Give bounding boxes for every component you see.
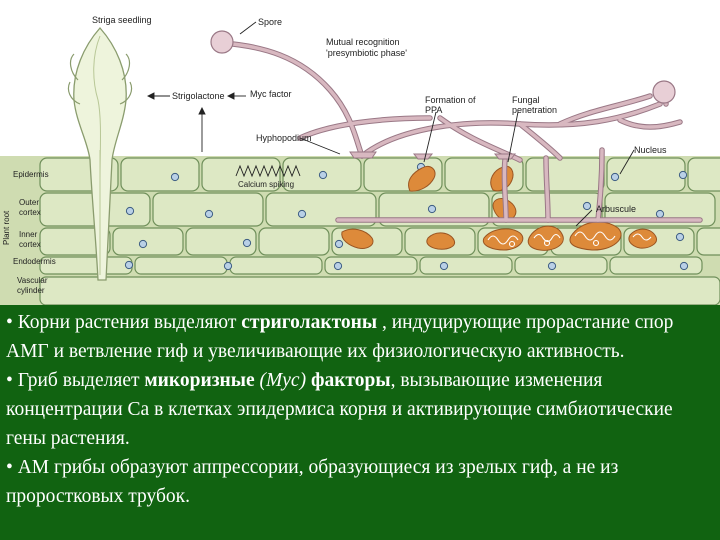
label-striga-seedling: Striga seedling (92, 15, 152, 25)
label-mutual-recognition: Mutual recognition (326, 37, 400, 47)
label-nucleus: Nucleus (634, 145, 667, 155)
label-strigolactone: Strigolactone (172, 91, 225, 101)
spore-circle-right (652, 80, 676, 104)
label-epidermis: Epidermis (13, 170, 49, 179)
label-arbuscule: Arbuscule (596, 204, 636, 214)
label-calcium-spiking: Calcium spiking (238, 180, 294, 189)
p2-term-myc: (Myc) (259, 370, 307, 391)
label-hyphopodium: Hyphopodium (256, 133, 312, 143)
p2-text-a: • Гриб выделяет (6, 370, 145, 391)
p2-term-factors: факторы (306, 370, 391, 391)
endodermis-cell-row (39, 256, 703, 275)
spore-circle (210, 30, 234, 54)
label-vascular: Vascular (17, 276, 48, 285)
paragraph-appressoria: • АМ грибы образуют аппрессории, образую… (6, 453, 710, 511)
arbuscule-branching (487, 231, 652, 248)
description-panel: • Корни растения выделяют стриголактоны … (0, 305, 720, 540)
p2-term-mycorrhizal: микоризные (144, 370, 260, 391)
label-fungal: Fungal (512, 95, 540, 105)
paragraph-strigolactones: • Корни растения выделяют стриголактоны … (6, 308, 710, 366)
diagram-arrows (146, 21, 635, 227)
label-spore: Spore (258, 17, 282, 27)
label-outer-cortex: cortex (19, 208, 41, 217)
label-formation-of: Formation of (425, 95, 476, 105)
label-endodermis: Endodermis (13, 257, 56, 266)
label-ppa: PPA (425, 105, 442, 115)
p3-text-a: • АМ грибы образуют аппрессории, образую… (6, 457, 619, 507)
mycorrhiza-diagram: Striga seedling Spore Mutual recognition… (0, 15, 720, 305)
hyphopodium-shapes (349, 151, 517, 160)
label-myc-factor: Myc factor (250, 89, 292, 99)
paragraph-myc-factors: • Гриб выделяет микоризные (Myc) факторы… (6, 366, 710, 453)
label-inner-cortex: cortex (19, 240, 41, 249)
label-inner: Inner (19, 230, 38, 239)
label-penetration: penetration (512, 105, 557, 115)
label-outer: Outer (19, 198, 39, 207)
label-plant-root: Plant root (2, 210, 11, 245)
p2-text-e: , вызывающие изменения концентрации Ca в… (6, 370, 673, 449)
label-vascular-cylinder: cylinder (17, 286, 45, 295)
striga-seedling-drawing (67, 27, 133, 281)
label-presymbiotic-phase: 'presymbiotic phase' (326, 48, 407, 58)
vascular-cylinder-cell-row (39, 276, 720, 305)
p1-term-strigolactones: стриголактоны (241, 312, 378, 333)
p1-text-a: • Корни растения выделяют (6, 312, 242, 333)
p1-text-c: , индуцирующие прорастание спор АМГ и ве… (6, 312, 674, 362)
calcium-spiking-wave (235, 164, 301, 178)
cell-nuclei (124, 162, 689, 271)
